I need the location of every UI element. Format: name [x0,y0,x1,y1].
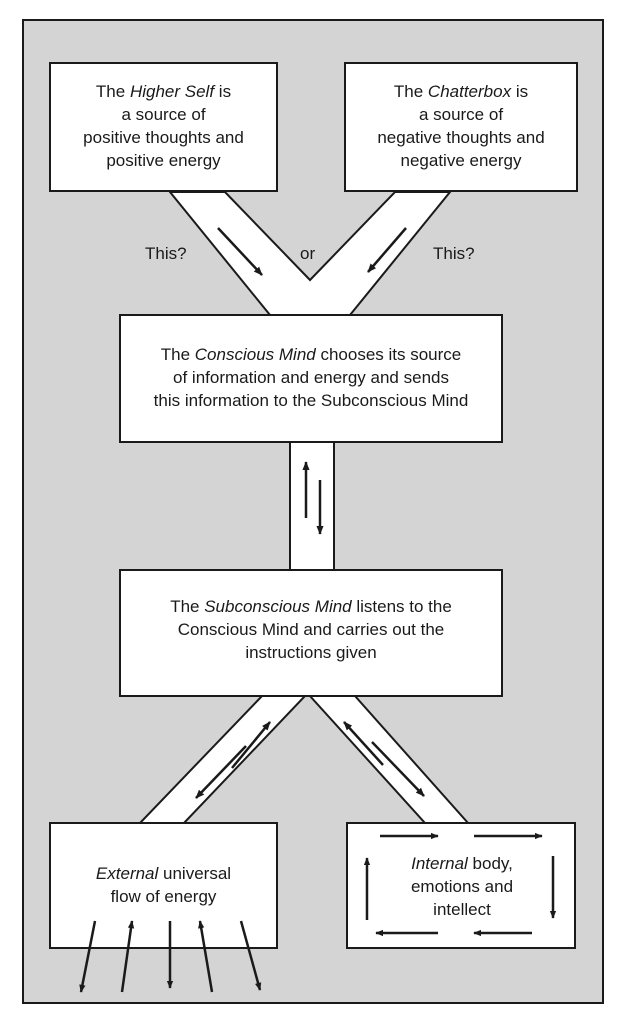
conscious-mind-line-3: this information to the Subconscious Min… [153,391,469,410]
external-arrow-2 [120,920,135,993]
higher-self-arrow [217,227,263,276]
conscious-mind-line-1: The Conscious Mind chooses its source [160,345,462,364]
chatterbox-line-2: a source of [418,105,504,124]
subconscious-mind-line-3: instructions given [245,643,377,662]
internal-body-box [346,822,576,949]
higher-self-line-3: positive thoughts and [83,128,244,147]
higher-self-line-2: a source of [121,105,206,124]
conscious-mind-line-2: of information and energy and sends [173,368,449,387]
higher-self-box [49,62,278,192]
subconscious-mind-box [119,569,503,697]
higher-self-text: The Higher Self is a source of positive … [50,80,277,172]
internal-line-3: intellect [433,900,491,919]
internal-body-text: Internal body, emotions and intellect [382,852,542,921]
subconscious-mind-line-1: The Subconscious Mind listens to the [170,597,452,616]
conscious-mind-text: The Conscious Mind chooses its source of… [120,343,502,412]
external-arrow-4 [198,920,214,993]
higher-self-line-4: positive energy [106,151,221,170]
this-left-label: This? [145,244,187,263]
external-energy-text: External universal flow of energy [50,862,277,908]
to-subconscious-arrow-left [231,721,271,769]
subconscious-mind-text: The Subconscious Mind listens to the Con… [120,595,502,664]
chatterbox-text: The Chatterbox is a source of negative t… [345,80,577,172]
to-subconscious-arrow-right [343,721,384,766]
external-energy-box [49,822,278,949]
to-internal-arrow [371,741,425,797]
or-label: or [300,244,316,263]
chatterbox-line-4: negative energy [400,151,522,170]
internal-line-2: emotions and [410,877,514,896]
external-line-1: External universal [95,864,232,883]
external-arrow-5 [239,920,262,991]
to-external-arrow [195,745,247,799]
conscious-mind-box [119,314,503,443]
this-right-label: This? [433,244,475,263]
chatterbox-line-3: negative thoughts and [377,128,545,147]
middle-channel [289,440,335,572]
subconscious-mind-line-2: Conscious Mind and carries out the [177,620,445,639]
higher-self-line-1: The Higher Self is [95,82,232,101]
internal-line-1: Internal body, [411,854,513,873]
chatterbox-line-1: The Chatterbox is [393,82,529,101]
external-arrow-1 [79,920,97,993]
external-line-2: flow of energy [110,887,217,906]
chatterbox-arrow [367,227,407,273]
chatterbox-box [344,62,578,192]
